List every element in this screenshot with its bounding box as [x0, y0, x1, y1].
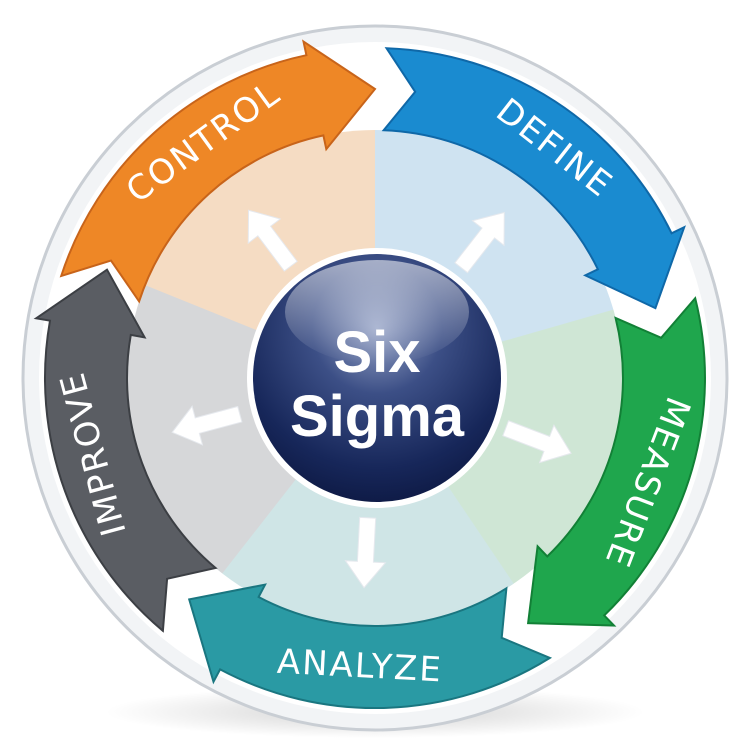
center-title-line2: Sigma [290, 384, 465, 449]
radial-arrow-define [454, 211, 505, 274]
arrow-analyze [187, 583, 553, 710]
radial-arrow-analyze [344, 516, 387, 589]
arrow-measure [526, 296, 706, 627]
radial-arrow-improve [171, 405, 243, 446]
arrow-improve [33, 268, 218, 633]
radial-arrow-control [247, 209, 298, 272]
radial-arrow-measure [502, 420, 572, 464]
phase-arrows [33, 39, 706, 710]
arrow-control [59, 39, 377, 304]
arrow-define [381, 47, 686, 310]
label-analyze: ANALYZE [276, 642, 444, 691]
center-sphere: Six Sigma [247, 248, 507, 508]
center-sphere-highlight [285, 260, 469, 364]
center-title-line1: Six [333, 320, 420, 385]
radial-arrows [171, 209, 572, 589]
